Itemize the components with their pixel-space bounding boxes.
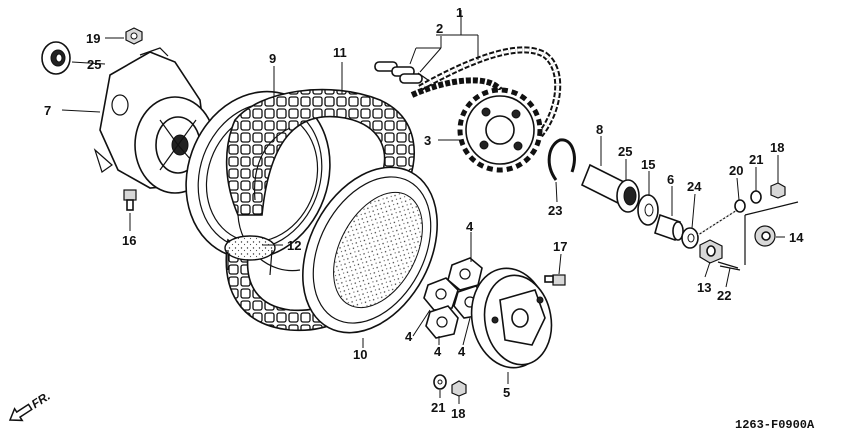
callout-1: 1 bbox=[456, 5, 463, 20]
callout-14: 14 bbox=[789, 230, 804, 245]
callout-22: 22 bbox=[717, 288, 731, 303]
callout-3: 3 bbox=[424, 133, 431, 148]
cotter-pin-22 bbox=[717, 261, 741, 271]
callout-20: 20 bbox=[729, 163, 743, 178]
washer-21-bottom bbox=[433, 374, 447, 390]
nut-19 bbox=[125, 27, 143, 45]
seal-15 bbox=[637, 194, 659, 226]
front-direction-arrow: FR. bbox=[8, 389, 53, 422]
bearing-left bbox=[41, 41, 71, 75]
washer-21-top bbox=[750, 190, 762, 204]
adjuster-14 bbox=[744, 201, 799, 265]
callout-9: 9 bbox=[269, 51, 276, 66]
arrow-icon bbox=[8, 403, 33, 422]
callout-19: 19 bbox=[86, 31, 100, 46]
washer-24 bbox=[681, 227, 699, 249]
sprocket bbox=[457, 87, 543, 173]
bearing-25-right bbox=[616, 179, 640, 213]
callout-13: 13 bbox=[697, 280, 711, 295]
callout-4-left: 4 bbox=[405, 329, 413, 344]
callout-25-left: 25 bbox=[87, 57, 101, 72]
callout-23: 23 bbox=[548, 203, 562, 218]
callout-21-top: 21 bbox=[749, 152, 763, 167]
nut-18-bottom bbox=[451, 380, 467, 397]
callout-4-right: 4 bbox=[458, 344, 466, 359]
washer-20 bbox=[734, 199, 746, 213]
drive-chain bbox=[410, 46, 562, 138]
callout-6: 6 bbox=[667, 172, 674, 187]
callout-2: 2 bbox=[436, 21, 443, 36]
drum-5 bbox=[470, 267, 553, 369]
callout-7: 7 bbox=[44, 103, 51, 118]
bolt-17 bbox=[544, 274, 566, 286]
axle-nut-13 bbox=[699, 239, 723, 264]
callout-17: 17 bbox=[553, 239, 567, 254]
callout-21-bottom: 21 bbox=[431, 400, 445, 415]
callout-4-mid: 4 bbox=[434, 344, 442, 359]
leader-lines bbox=[61, 10, 785, 404]
nut-18-top bbox=[770, 182, 786, 199]
callout-16: 16 bbox=[122, 233, 136, 248]
spacer-6 bbox=[654, 213, 684, 242]
callout-5: 5 bbox=[503, 385, 510, 400]
front-label: FR. bbox=[29, 389, 53, 411]
callout-4-top: 4 bbox=[466, 219, 474, 234]
drawing-code: 1263-F0900A bbox=[735, 418, 815, 432]
rim-10 bbox=[302, 166, 438, 334]
circlip bbox=[547, 138, 576, 181]
callout-11: 11 bbox=[333, 45, 347, 60]
callout-15: 15 bbox=[641, 157, 655, 172]
bolt-16 bbox=[123, 189, 137, 211]
callouts: 1 2 3 4 4 4 4 5 6 7 8 9 10 11 12 13 14 1… bbox=[44, 5, 804, 421]
callout-8: 8 bbox=[596, 122, 603, 137]
callout-10: 10 bbox=[353, 347, 367, 362]
callout-18-top: 18 bbox=[770, 140, 784, 155]
master-link bbox=[374, 61, 429, 84]
callout-24: 24 bbox=[687, 179, 702, 194]
callout-12: 12 bbox=[287, 238, 301, 253]
callout-18-bottom: 18 bbox=[451, 406, 465, 421]
callout-25-right: 25 bbox=[618, 144, 632, 159]
